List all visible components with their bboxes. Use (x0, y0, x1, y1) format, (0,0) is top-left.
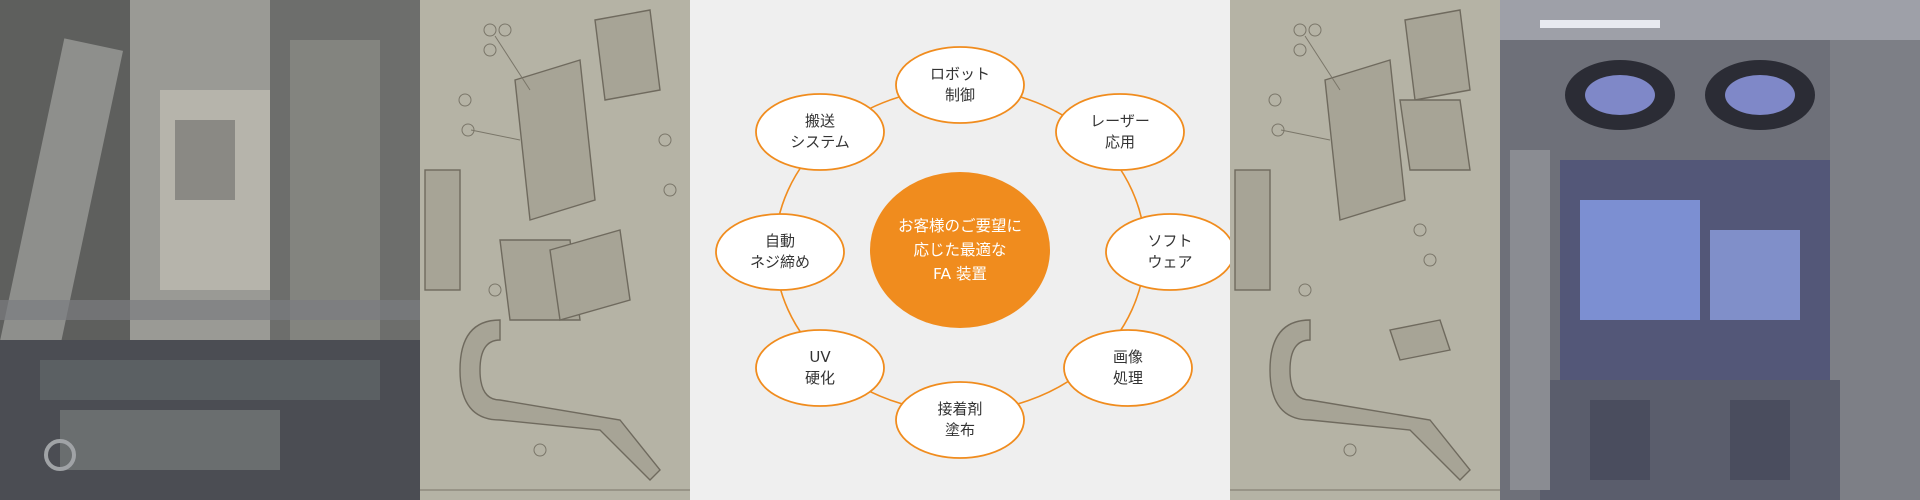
node-label-line: 応用 (1104, 133, 1136, 151)
node-robot-bubble (895, 46, 1025, 124)
node-label-line: 処理 (1112, 369, 1144, 387)
node-screw-bubble (715, 213, 845, 291)
node-robot-label: ロボット制御 (930, 64, 990, 106)
node-label-line: システム (790, 133, 850, 151)
node-adhesive-label: 接着剤塗布 (937, 399, 982, 441)
center-label-line: お客様のご要望に (897, 217, 1023, 235)
machine-photo-right (1500, 0, 1920, 500)
node-label-line: 塗布 (944, 421, 976, 439)
technical-drawing-left-art (420, 0, 690, 500)
node-uv-label: UV 硬化 (805, 347, 835, 389)
node-image-bubble (1063, 329, 1193, 407)
service-diagram: お客様のご要望に応じた最適な FA 装置 ロボット制御レーザー応用ソフトウェア画像処… (690, 0, 1230, 500)
technical-drawing-right-art (1230, 0, 1500, 500)
machine-photo-right-art (1500, 0, 1920, 500)
technical-drawing-left (420, 0, 690, 500)
node-label-line: 搬送 (804, 112, 835, 130)
node-label-line: 画像 (1112, 348, 1144, 366)
node-uv-bubble (755, 329, 885, 407)
center-label-line: 応じた最適な (913, 241, 1007, 259)
machine-photo-left (0, 0, 420, 500)
center-circle (870, 172, 1050, 328)
node-screw-label: 自動ネジ締め (750, 231, 810, 273)
node-label-line: ウェア (1147, 253, 1193, 271)
node-label-line: ネジ締め (749, 253, 811, 271)
node-label-line: 自動 (764, 232, 796, 250)
center-label: お客様のご要望に応じた最適な FA 装置 (898, 214, 1022, 286)
node-label-line: UV (809, 348, 831, 366)
node-software-label: ソフトウェア (1147, 231, 1192, 273)
node-adhesive-bubble (895, 381, 1025, 459)
machine-photo-left-art (0, 0, 420, 500)
node-label-line: レーザー (1090, 112, 1150, 130)
node-laser-bubble (1055, 93, 1185, 171)
node-transport-label: 搬送システム (790, 111, 850, 153)
technical-drawing-right (1230, 0, 1500, 500)
service-diagram-graphic (715, 46, 1230, 459)
node-label-line: 制御 (944, 86, 976, 104)
node-image-label: 画像処理 (1113, 347, 1143, 389)
node-software-bubble (1105, 213, 1230, 291)
node-laser-label: レーザー応用 (1090, 111, 1150, 153)
center-label-line: FA 装置 (932, 265, 988, 283)
node-label-line: ソフト (1147, 232, 1193, 250)
node-label-line: ロボット (929, 65, 991, 83)
node-label-line: 硬化 (804, 369, 836, 387)
node-label-line: 接着剤 (937, 400, 983, 418)
node-transport-bubble (755, 93, 885, 171)
